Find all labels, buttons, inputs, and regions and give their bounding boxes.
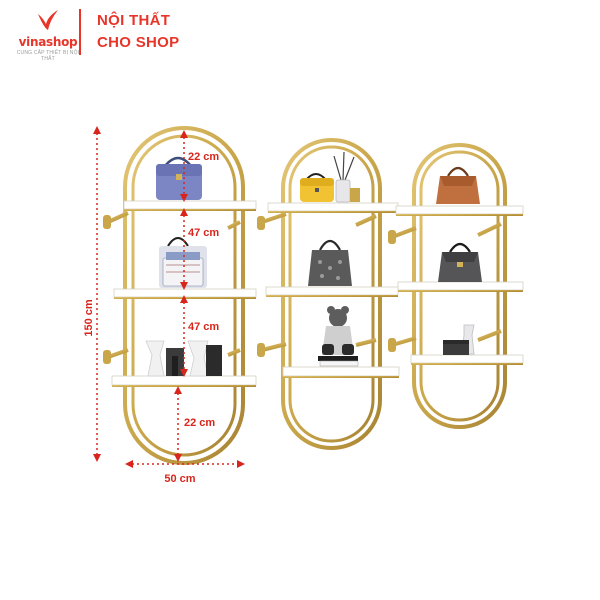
shelf bbox=[410, 354, 524, 365]
shelf-unit-large bbox=[103, 126, 257, 465]
shelf bbox=[267, 202, 399, 213]
wall-mount bbox=[103, 215, 111, 229]
bottom-gap-label: 22 cm bbox=[184, 417, 215, 429]
wall-bracket bbox=[261, 212, 287, 224]
logo-name: vinashop bbox=[18, 35, 78, 49]
decor-vases bbox=[145, 340, 222, 377]
grey-handbag bbox=[438, 242, 482, 282]
shelf bbox=[123, 200, 257, 211]
vase-and-decor-box bbox=[443, 324, 475, 355]
header-headline: NỘI THẤT CHO SHOP bbox=[97, 10, 179, 54]
wall-bracket bbox=[355, 214, 377, 227]
shelf-unit-middle bbox=[257, 138, 400, 450]
wall-bracket bbox=[107, 348, 129, 359]
logo-swoosh-icon bbox=[38, 10, 58, 30]
shelf bbox=[111, 375, 257, 387]
wall-bracket bbox=[355, 338, 377, 347]
wall-mount bbox=[257, 343, 265, 357]
wall-bracket bbox=[107, 211, 129, 224]
shelf bbox=[397, 281, 524, 292]
boxed-handbag bbox=[159, 237, 207, 288]
brand-logo[interactable]: vinashop CUNG CẤP THIẾT BỊ NỘI THẤT bbox=[6, 8, 90, 62]
purple-handbag bbox=[156, 156, 202, 200]
figurine-on-books bbox=[318, 306, 359, 367]
header-divider bbox=[79, 9, 81, 55]
dimension-annotations: 150 cm 22 cm 47 cm 47 cm 22 cm 50 cm bbox=[83, 126, 245, 485]
wall-mount bbox=[257, 216, 265, 230]
middle-gap-2-label: 47 cm bbox=[188, 321, 219, 333]
header: vinashop CUNG CẤP THIẾT BỊ NỘI THẤT NỘI … bbox=[0, 0, 600, 70]
width-label: 50 cm bbox=[164, 473, 195, 485]
wall-bracket bbox=[227, 220, 241, 230]
shelf bbox=[395, 205, 524, 216]
printed-handbag bbox=[308, 239, 352, 286]
reed-diffuser bbox=[333, 151, 360, 203]
headline-line-2: CHO SHOP bbox=[97, 34, 180, 51]
wall-bracket bbox=[227, 348, 241, 357]
shelf bbox=[282, 366, 400, 378]
wall-bracket bbox=[477, 222, 502, 237]
wall-mount bbox=[388, 338, 396, 352]
logo-tagline: CUNG CẤP THIẾT BỊ NỘI THẤT bbox=[16, 50, 80, 62]
yellow-handbag bbox=[300, 173, 334, 202]
shelf-unit-small bbox=[388, 143, 524, 429]
total-height-label: 150 cm bbox=[83, 299, 95, 337]
middle-gap-1-label: 47 cm bbox=[188, 227, 219, 239]
wall-mount bbox=[388, 230, 396, 244]
shelf bbox=[265, 286, 399, 297]
top-gap-label: 22 cm bbox=[188, 151, 219, 163]
wall-mount bbox=[103, 350, 111, 364]
headline-line-1: NỘI THẤT bbox=[97, 12, 171, 29]
wall-bracket bbox=[477, 329, 502, 342]
brown-handbag bbox=[436, 166, 480, 204]
wall-bracket bbox=[261, 342, 287, 352]
